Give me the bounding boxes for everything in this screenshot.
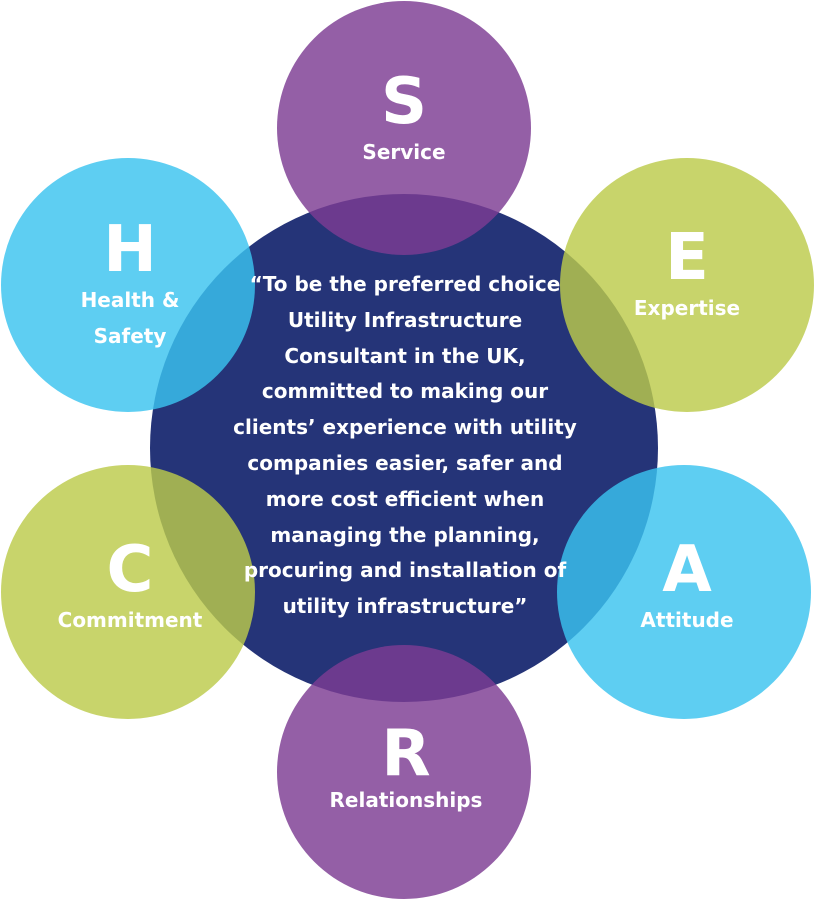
mission-line: companies easier, safer and <box>247 450 563 475</box>
mission-line: clients’ experience with utility <box>233 415 577 440</box>
mission-line: Consultant in the UK, <box>284 343 526 368</box>
value-letter-r: R <box>381 717 431 791</box>
value-label-attitude: Attitude <box>640 608 734 632</box>
health-safety-circle <box>1 158 255 412</box>
value-label-health-safety: Health & Safety <box>80 288 180 348</box>
value-letter-c: C <box>106 533 154 607</box>
mission-line: utility infrastructure” <box>282 594 528 619</box>
value-label-service: Service <box>362 140 446 164</box>
mission-center-circle <box>150 194 658 702</box>
value-label-expertise: Expertise <box>633 296 741 320</box>
mission-line: “To be the preferred choice <box>249 272 561 296</box>
commitment-circle <box>1 465 255 719</box>
relationships-circle <box>277 645 531 899</box>
value-letter-h: H <box>103 213 157 287</box>
mission-line: Utility Infrastructure <box>287 307 523 332</box>
value-label-relationships: Relationships <box>329 788 483 812</box>
mission-line: procuring and installation of <box>243 558 567 583</box>
value-label-commitment: Commitment <box>57 608 203 632</box>
mission-line: managing the planning, <box>270 522 540 547</box>
service-circle <box>277 1 531 255</box>
mission-statement: “To be the preferred choice Utility Infr… <box>225 267 585 625</box>
value-letter-s: S <box>380 65 428 139</box>
mission-line: committed to making our <box>261 379 549 404</box>
expertise-circle <box>560 158 814 412</box>
value-letter-a: A <box>662 533 712 607</box>
mission-line: more cost efficient when <box>265 486 545 511</box>
value-letter-e: E <box>665 221 709 295</box>
attitude-circle <box>557 465 811 719</box>
